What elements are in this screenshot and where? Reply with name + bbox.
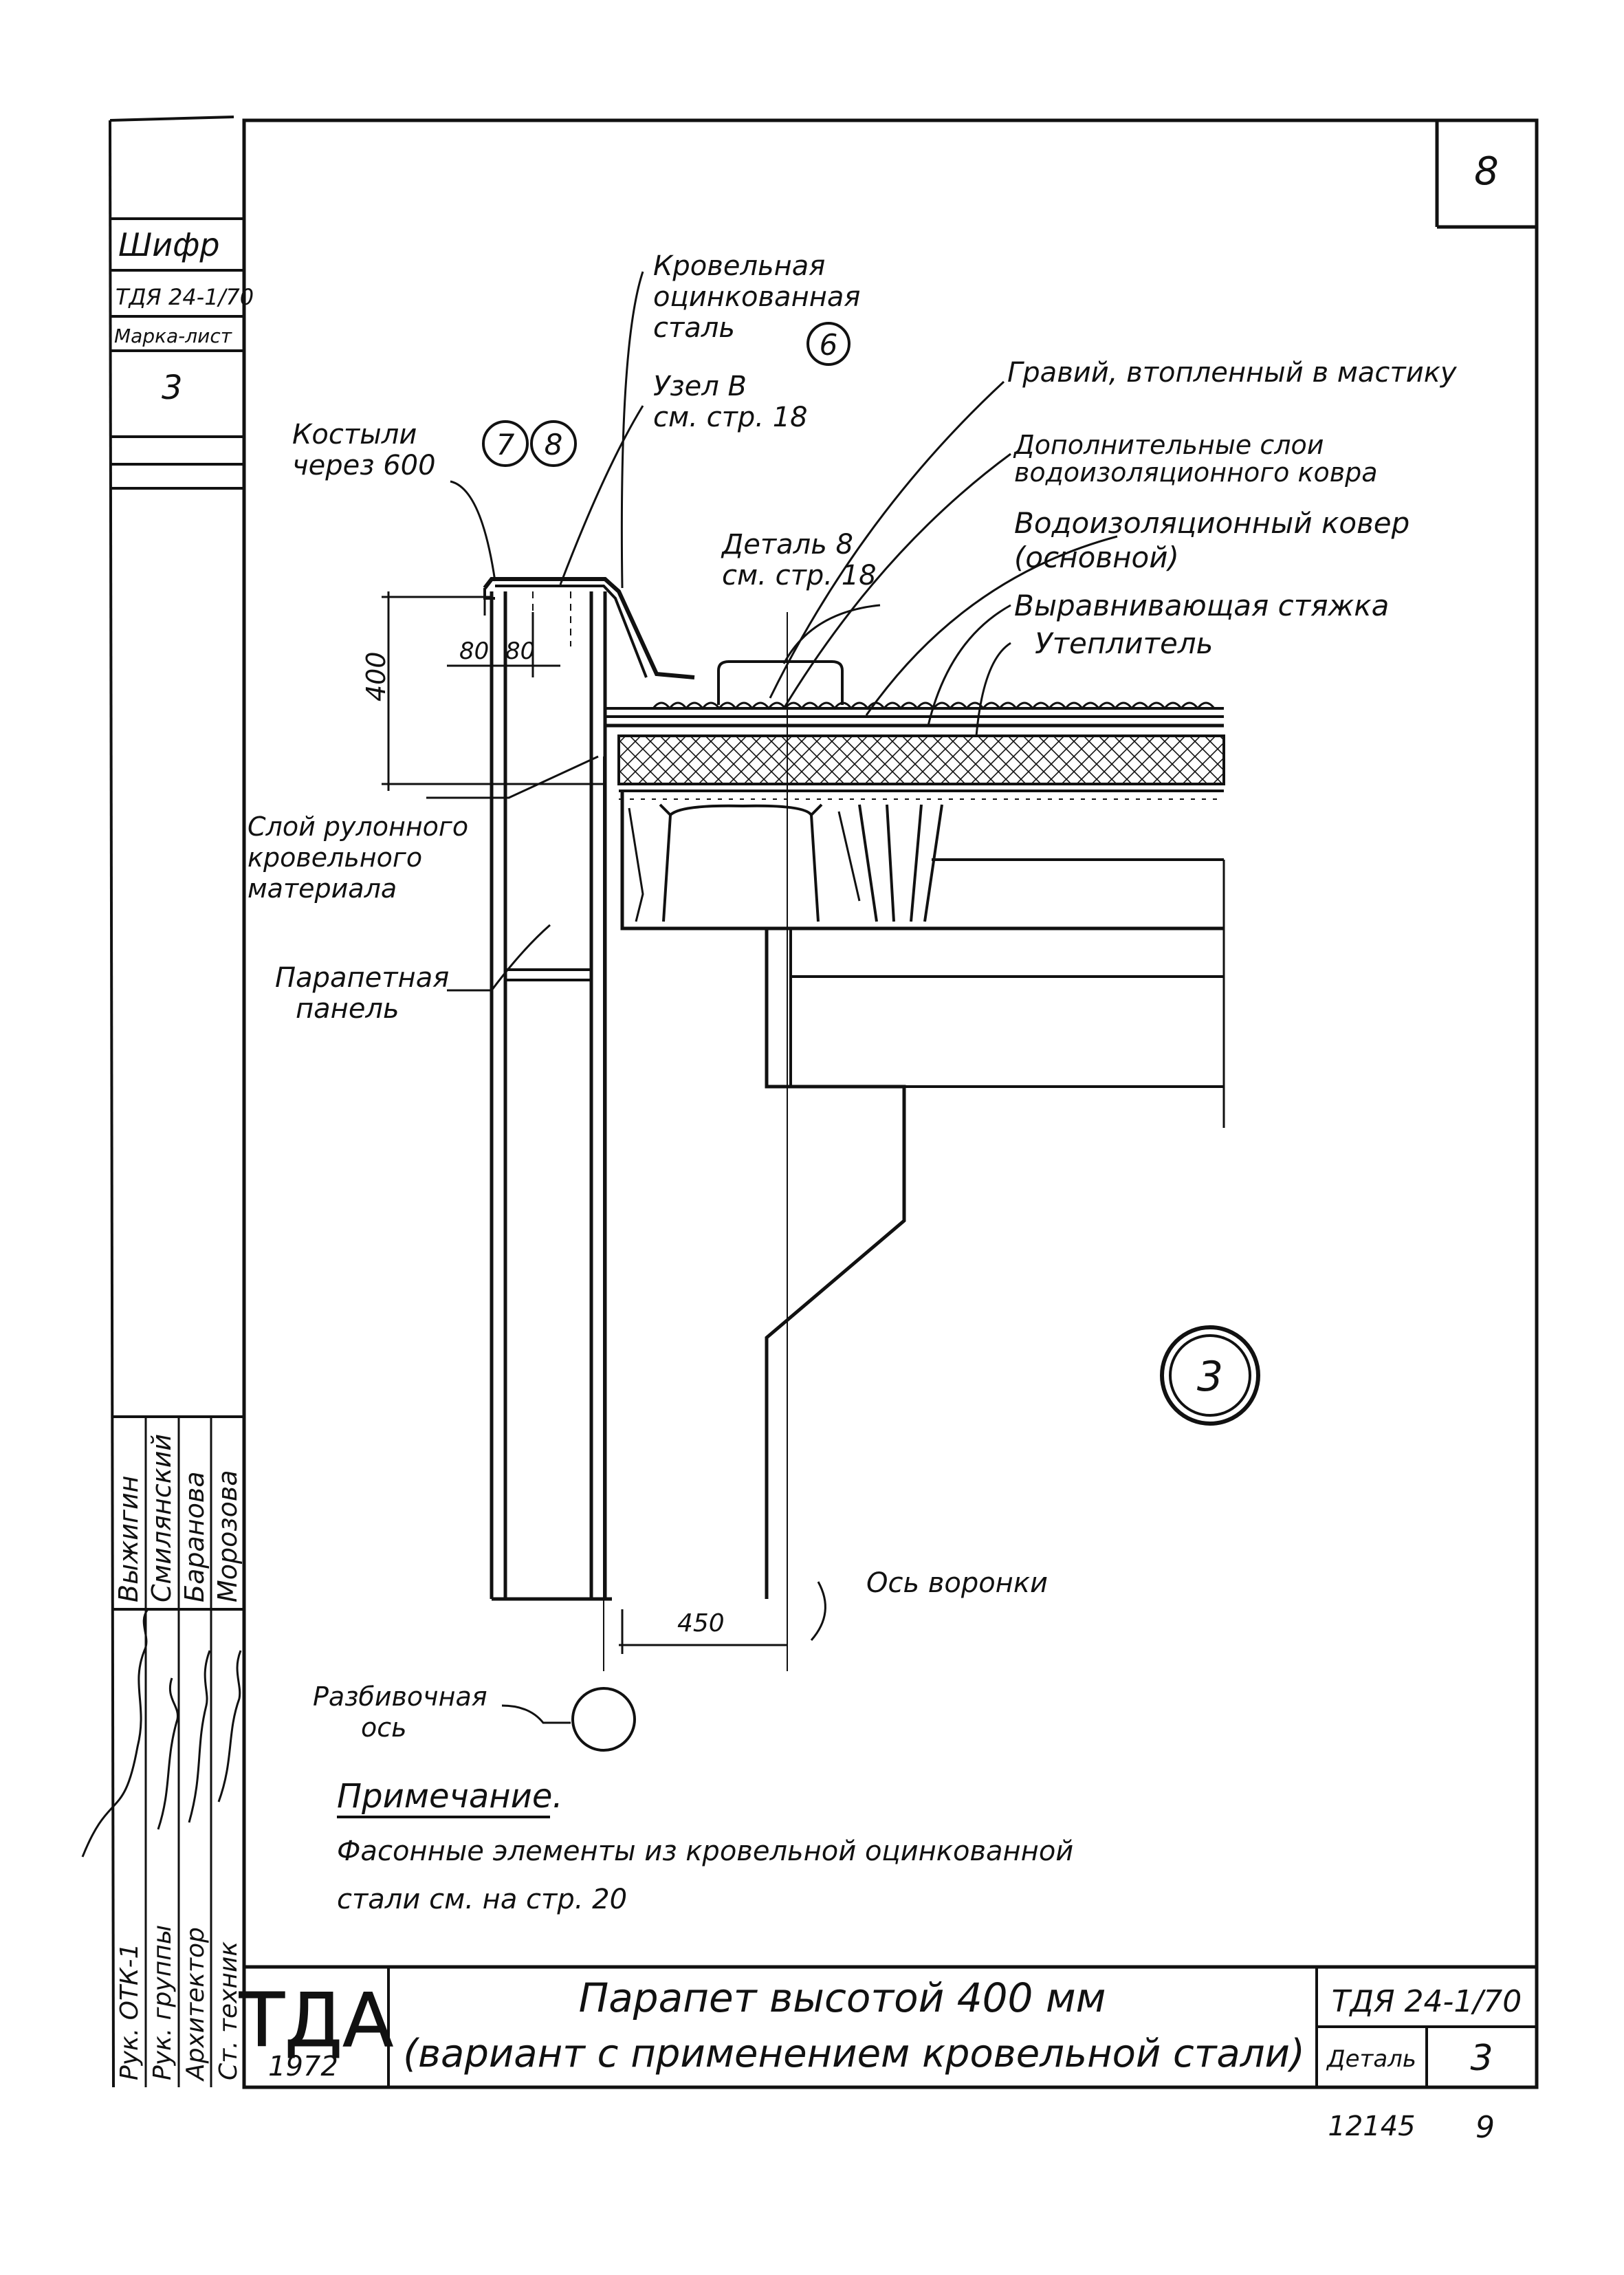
- note-line-1: Фасонные элементы из кровельной оцинкова…: [337, 1836, 1073, 1867]
- axes: [571, 612, 788, 1752]
- side-cipher-block: Шифр ТДЯ 24-1/70 Марка-лист 3: [111, 217, 254, 490]
- roof-steel-label: Кровельная оцинкованная сталь: [653, 250, 869, 344]
- gravel-label: Гравий, втопленный в мастику: [1007, 357, 1458, 389]
- cipher-value: ТДЯ 24-1/70: [116, 284, 254, 310]
- dimension-400: 400: [361, 591, 605, 791]
- drawing-labels: Кровельная оцинкованная сталь Узел В см.…: [248, 250, 1458, 1743]
- note-title: Примечание.: [337, 1777, 563, 1816]
- crutch-ref-8: 8: [545, 428, 563, 461]
- detail-ref-number: 3: [1197, 1353, 1223, 1401]
- dim-80-b: 80: [505, 638, 535, 665]
- name-3: Морозова: [212, 1470, 243, 1602]
- main-carpet-label: Водоизоляционный ковер (основной): [1014, 506, 1419, 574]
- title-block: ТДА 1972 Парапет высотой 400 мм (вариант…: [238, 1965, 1537, 2087]
- extra-layers-label: Дополнительные слои водоизоляционного ко…: [1013, 430, 1378, 488]
- insulation-layer: [617, 734, 1225, 785]
- roof-steel-cap: [483, 577, 695, 679]
- insulation-label: Утеплитель: [1035, 627, 1213, 660]
- node-b-label: Узел В см. стр. 18: [653, 371, 808, 433]
- sheet-number-box: 8: [1435, 120, 1537, 229]
- detail-label: Деталь: [1326, 2045, 1416, 2073]
- dim-offset: 450: [677, 1609, 725, 1637]
- leader-lines: [426, 271, 1118, 1724]
- ribbed-slab: [620, 791, 1224, 930]
- title-line-2: (вариант с применением кровельной стали): [403, 2032, 1305, 2076]
- screed-label: Выравнивающая стяжка: [1014, 589, 1389, 622]
- roof-layers: [605, 660, 1225, 800]
- note-line-2: стали см. на стр. 20: [337, 1884, 627, 1915]
- detail-value: 3: [1470, 2038, 1493, 2079]
- dimension-80-80: 80 80: [447, 591, 571, 677]
- name-1: Смилянский: [146, 1434, 177, 1602]
- signature-strip: Рук. ОТК-1 Рук. группы Архитектор Ст. те…: [81, 1415, 244, 2087]
- crutches-label: Костыли через 600: [292, 419, 436, 481]
- roof-steel-ref: 6: [820, 328, 838, 362]
- signature-scribble-3: [188, 1650, 211, 1823]
- mark-sheet-label: Марка-лист: [114, 325, 232, 347]
- beam-and-column: [765, 860, 1225, 1599]
- sheet-number: 8: [1474, 149, 1499, 194]
- name-2: Баранова: [179, 1471, 210, 1602]
- name-0: Выжигин: [113, 1475, 144, 1602]
- reference-markers: 6 7 8: [482, 322, 851, 467]
- parapet-panel-drawing: [490, 591, 612, 1601]
- inventory-number: 12145: [1328, 2111, 1415, 2142]
- title-code: ТДЯ 24-1/70: [1332, 1984, 1522, 2019]
- role-0: Рук. ОТК-1: [116, 1944, 144, 2080]
- signature-scribble-4: [217, 1650, 242, 1803]
- role-2: Архитектор: [182, 1927, 210, 2082]
- dim-80-a: 80: [459, 638, 489, 665]
- sheet-frame: [109, 116, 1539, 2089]
- funnel-axis-label: Ось воронки: [866, 1567, 1048, 1599]
- page-number: 9: [1475, 2110, 1495, 2145]
- role-1: Рук. группы: [149, 1925, 177, 2080]
- org-logo: ТДА: [239, 1978, 393, 2064]
- detail-8-label: Деталь 8 см. стр. 18: [721, 529, 877, 591]
- note-block: Примечание. Фасонные элементы из кровель…: [337, 1777, 1073, 1915]
- detail-marker: 3: [1160, 1325, 1260, 1426]
- roll-layer-label: Слой рулонного кровельного материала: [248, 812, 476, 904]
- cipher-label: Шифр: [118, 226, 220, 263]
- layout-axis-label: Разбивочная ось: [313, 1681, 496, 1743]
- role-3: Ст. техник: [215, 1941, 243, 2080]
- title-year: 1972: [268, 2051, 338, 2082]
- parapet-panel-label: Парапетная панель: [275, 962, 458, 1025]
- dim-height: 400: [361, 651, 391, 701]
- signature-scribble-1: [81, 1609, 149, 1858]
- signature-scribble-2: [157, 1677, 179, 1830]
- crutch-ref-7: 7: [496, 428, 515, 461]
- title-line-1: Парапет высотой 400 мм: [579, 1974, 1106, 2021]
- mark-sheet-value: 3: [162, 369, 183, 407]
- layout-axis-marker: [571, 1687, 636, 1752]
